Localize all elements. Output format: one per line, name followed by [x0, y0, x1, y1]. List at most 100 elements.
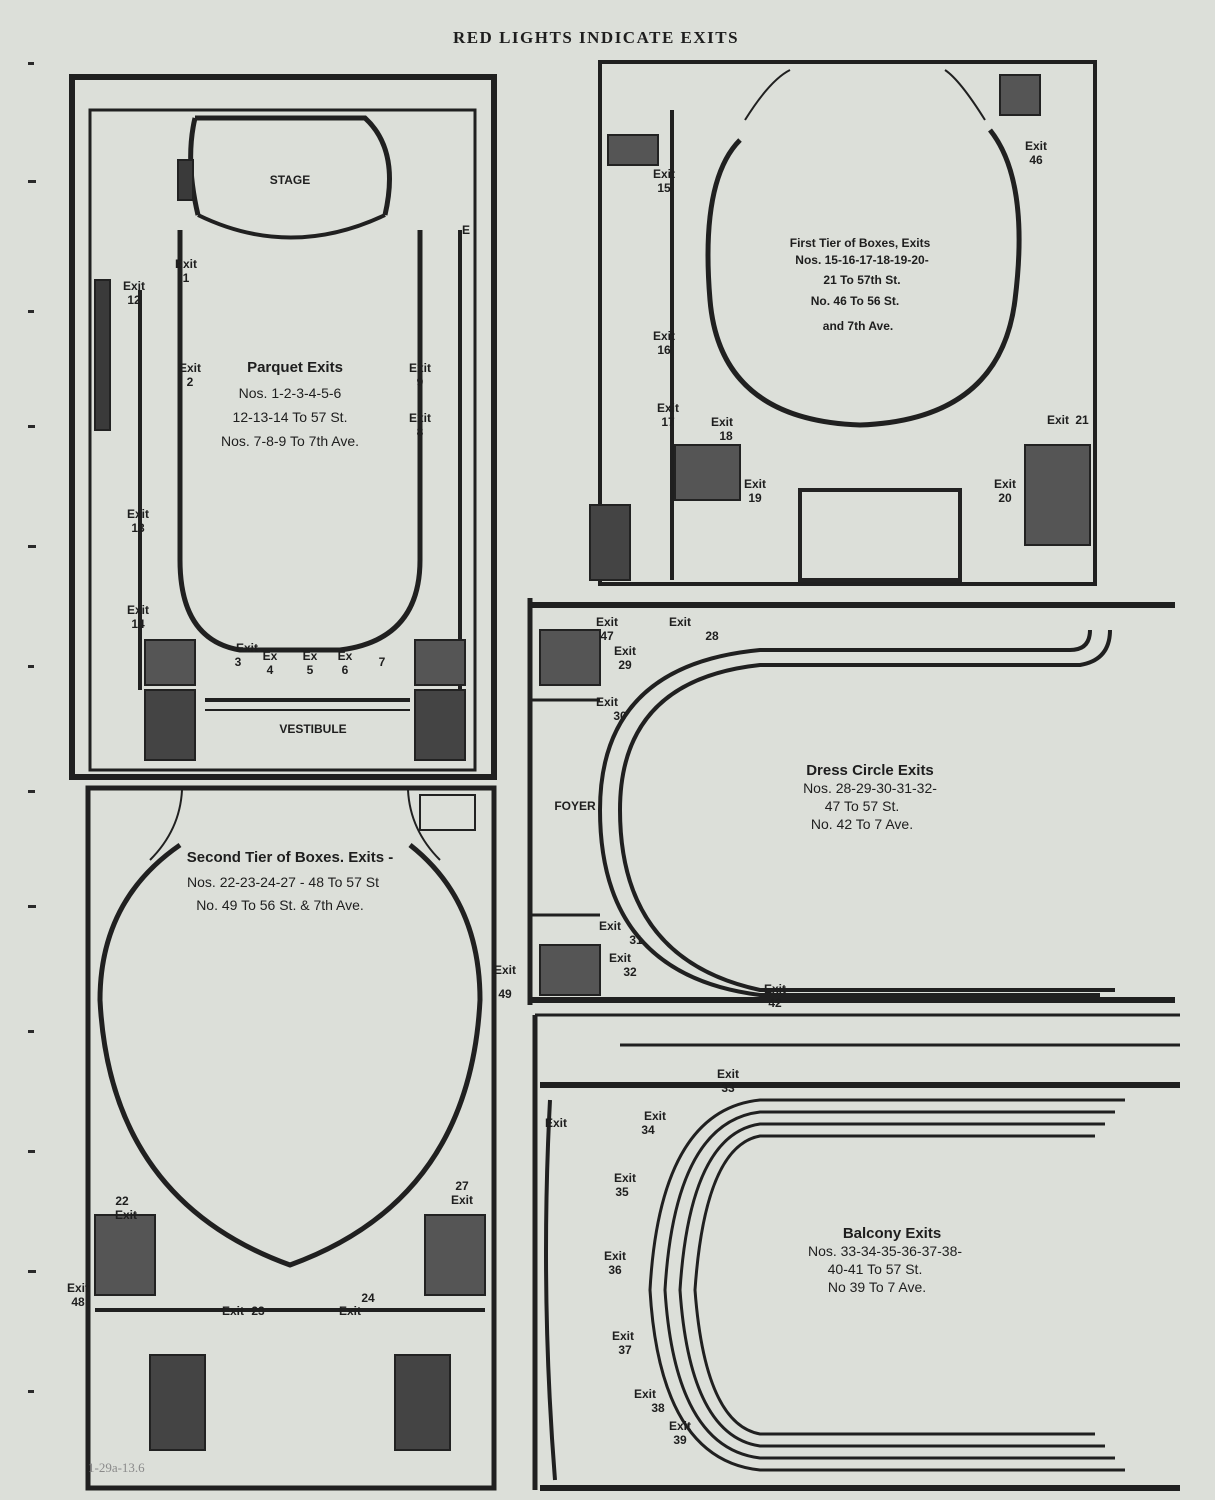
exit-label: Exit — [764, 982, 786, 996]
exit-label: Ex — [303, 649, 318, 663]
parquet-title: Parquet Exits — [247, 359, 343, 376]
exit-label: Exit — [179, 361, 201, 375]
exit-number: 16 — [657, 343, 671, 357]
exit-label: Exit — [222, 1304, 244, 1318]
exit-number: 19 — [748, 491, 762, 505]
exit-number: 36 — [608, 1263, 622, 1277]
parquet-plan: STAGE VESTIBULE Parquet Exits Nos. 1-2-3… — [69, 74, 497, 780]
second-tier-exit-labels: 22 Exit Exit 23 Exit 24 27 Exit Exit 48 … — [67, 963, 516, 1318]
exit-label: Exit — [1025, 139, 1047, 153]
exit-number: 4 — [267, 663, 274, 677]
exit-number: 8 — [417, 425, 424, 439]
exit-label: Exit — [123, 279, 145, 293]
exit-number: 30 — [613, 709, 627, 723]
balcony-line-1: Nos. 33-34-35-36-37-38- — [808, 1243, 962, 1259]
second-tier-plan: Second Tier of Boxes. Exits - Nos. 22-23… — [67, 785, 516, 1491]
exit-label: Exit — [604, 1249, 626, 1263]
exit-label: Exit — [1047, 413, 1069, 427]
exit-label: Exit — [236, 641, 258, 655]
page-header: RED LIGHTS INDICATE EXITS — [453, 28, 739, 47]
exit-number: 14 — [131, 617, 145, 631]
exit-number: 9 — [417, 375, 424, 389]
pencil-note: 1-29a-13.6 — [88, 1460, 145, 1475]
exit-number: 42 — [768, 996, 782, 1010]
exit-label: Exit — [634, 1387, 656, 1401]
first-tier-exit-labels: Exit 15 Exit 16 Exit 17 Exit 18 Exit 19 … — [653, 139, 1089, 505]
dress-circle-line-3: No. 42 To 7 Ave. — [811, 816, 913, 832]
exit-number: 37 — [618, 1343, 632, 1357]
exit-label: Exit — [744, 477, 766, 491]
exit-number: 29 — [618, 658, 632, 672]
exit-number: 21 — [1075, 413, 1089, 427]
dress-circle-plan: FOYER Dress Circle Exits Nos. 28-29-30-3… — [527, 598, 1175, 1010]
exit-number: 27 — [455, 1179, 469, 1193]
balcony-exit-labels: Exit Exit 34 Exit 35 Exit 36 Exit 37 Exi… — [545, 1109, 691, 1447]
exit-number: 13 — [131, 521, 145, 535]
second-tier-line-1: Nos. 22-23-24-27 - 48 To 57 St — [187, 874, 379, 890]
exit-number: 18 — [719, 429, 733, 443]
exit-label: Exit — [339, 1304, 361, 1318]
exit-label: Exit — [614, 1171, 636, 1185]
exit-label: Exit — [545, 1116, 567, 1130]
second-tier-line-2: No. 49 To 56 St. & 7th Ave. — [196, 897, 364, 913]
exit-label: Ex — [338, 649, 353, 663]
exit-number: 2 — [187, 375, 194, 389]
exit-label: Exit — [653, 329, 675, 343]
exit-label: Exit — [657, 401, 679, 415]
exit-label: Exit — [596, 695, 618, 709]
exit-number: 5 — [307, 663, 314, 677]
first-tier-line-2: 21 To 57th St. — [823, 273, 900, 287]
exit-number: 1 — [183, 271, 190, 285]
dress-circle-exit-labels: Exit 47 Exit 28 Exit 29 Exit 30 Exit 31 … — [596, 615, 786, 1010]
torn-edge — [28, 62, 36, 1393]
exit-label: Exit — [711, 415, 733, 429]
exit-label: Exit — [609, 951, 631, 965]
parquet-line-2: 12-13-14 To 57 St. — [233, 409, 348, 425]
exit-label: Exit — [127, 507, 149, 521]
first-tier-line-1: Nos. 15-16-17-18-19-20- — [795, 253, 928, 267]
exit-number: 23 — [251, 1304, 265, 1318]
exit-number: 39 — [673, 1433, 687, 1447]
exit-number: 47 — [600, 629, 614, 643]
parquet-e-mark: E — [462, 223, 470, 237]
exit-number: 12 — [127, 293, 141, 307]
exit-number: 31 — [629, 933, 643, 947]
exit-label: Exit — [175, 257, 197, 271]
exit-label: Exit — [612, 1329, 634, 1343]
exit-label: Exit — [115, 1208, 137, 1222]
exit-label: Exit — [596, 615, 618, 629]
exit-number: 24 — [361, 1291, 375, 1305]
balcony-title: Balcony Exits — [843, 1225, 941, 1242]
exit-label: Exit — [409, 361, 431, 375]
exit-number: 35 — [615, 1185, 629, 1199]
exit-label: Exit — [494, 963, 516, 977]
vestibule-label: VESTIBULE — [279, 722, 346, 736]
exit-number: 17 — [661, 415, 675, 429]
exit-number: 33 — [721, 1081, 735, 1095]
balcony-plan: Exit 33 Balcony Exits Nos. 33-34-35-36-3… — [532, 1013, 1180, 1491]
first-tier-line-3: No. 46 To 56 St. — [811, 294, 899, 308]
dress-circle-line-1: Nos. 28-29-30-31-32- — [803, 780, 937, 796]
exit-label: Exit — [599, 919, 621, 933]
exit-label: Exit — [994, 477, 1016, 491]
exit-label: Exit — [409, 411, 431, 425]
parquet-line-1: Nos. 1-2-3-4-5-6 — [239, 385, 342, 401]
balcony-line-2: 40-41 To 57 St. — [828, 1261, 923, 1277]
exit-number: 48 — [71, 1295, 85, 1309]
first-tier-plan: First Tier of Boxes, Exits Nos. 15-16-17… — [589, 60, 1097, 586]
stage-label: STAGE — [270, 173, 310, 187]
exit-number: 46 — [1029, 153, 1043, 167]
exit-number: 22 — [115, 1194, 129, 1208]
exit-number: 38 — [651, 1401, 665, 1415]
exit-number: 3 — [235, 655, 242, 669]
exit-label: Exit — [127, 603, 149, 617]
first-tier-line-4: and 7th Ave. — [823, 319, 893, 333]
second-tier-title: Second Tier of Boxes. Exits - — [187, 849, 393, 866]
parquet-exit-labels: Exit 1 Exit 2 Exit 3 Ex 4 Ex 5 Ex 6 7 Ex… — [123, 257, 431, 677]
exit-number: 6 — [342, 663, 349, 677]
exit-label: Exit — [669, 1419, 691, 1433]
parquet-line-3: Nos. 7-8-9 To 7th Ave. — [221, 433, 359, 449]
exit-label: Exit — [669, 615, 691, 629]
exit-label: Exit — [717, 1067, 739, 1081]
